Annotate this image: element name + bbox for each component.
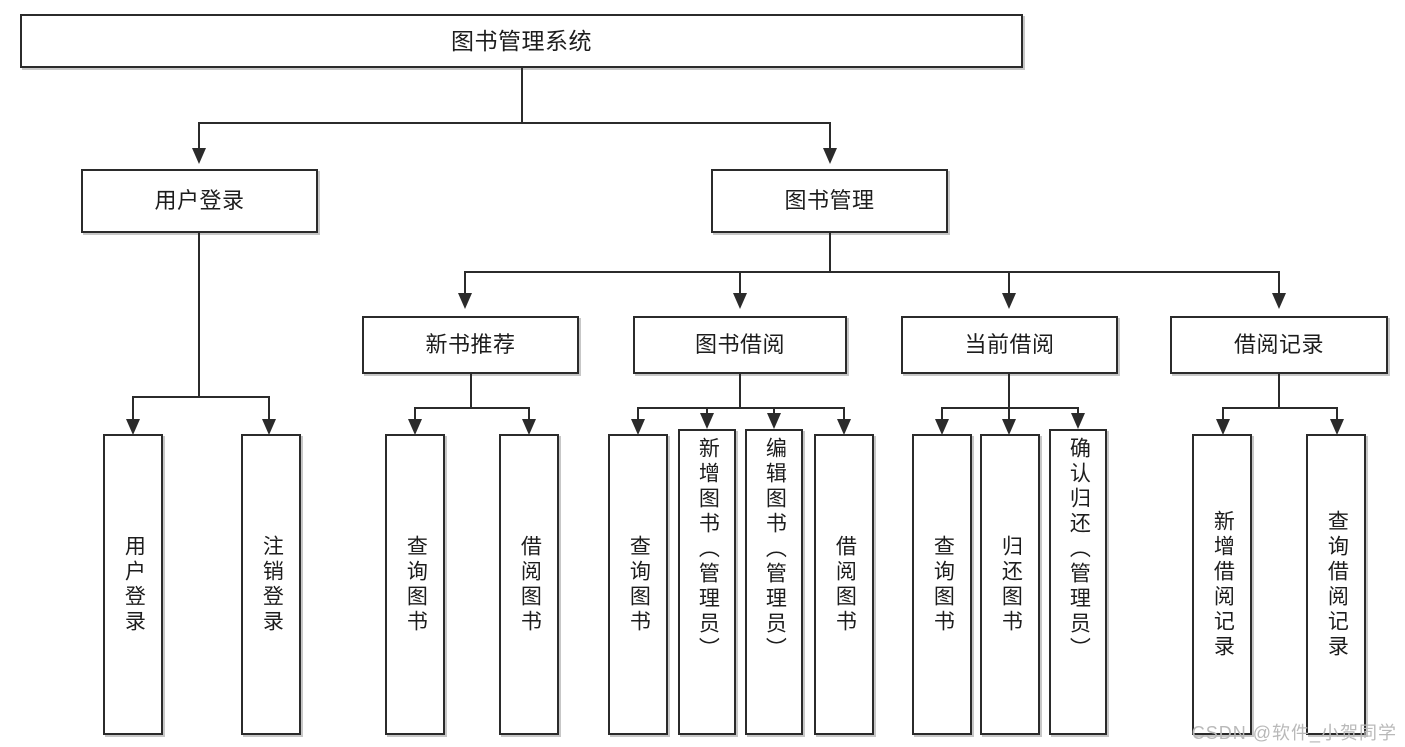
connector-book-management-stem	[829, 233, 831, 272]
arrowhead-leaf-query-book-3	[935, 419, 949, 435]
arrowhead-leaf-user-login	[126, 419, 140, 435]
node-leaf-return-book[interactable]: 归还图书	[980, 434, 1040, 735]
node-leaf-query-record[interactable]: 查询借阅记录	[1306, 434, 1366, 735]
connector-user-login-to-leaf-user-login	[132, 396, 134, 420]
node-leaf-edit-book[interactable]: 编辑图书（管理员）	[745, 429, 803, 735]
arrowhead-leaf-query-record	[1330, 419, 1344, 435]
arrowhead-leaf-edit-book	[767, 413, 781, 429]
node-book-borrow-label: 图书借阅	[694, 332, 785, 358]
arrowhead-book-borrow	[733, 293, 747, 309]
arrowhead-book-management	[823, 148, 837, 164]
arrowhead-user-login	[192, 148, 206, 164]
node-root[interactable]: 图书管理系统	[20, 14, 1023, 68]
node-leaf-logout[interactable]: 注销登录	[241, 434, 301, 735]
arrowhead-leaf-query-book-1	[408, 419, 422, 435]
node-leaf-confirm-return-label: 确认归还（管理员）	[1067, 437, 1091, 662]
node-leaf-query-book-2[interactable]: 查询图书	[608, 434, 668, 735]
connector-root-to-book-management	[829, 122, 831, 149]
connector-nbr-bus	[414, 407, 528, 409]
arrowhead-new-book-recommend	[458, 293, 472, 309]
connector-cb-to-return-book	[1008, 407, 1010, 420]
node-leaf-add-record-label: 新增借阅记录	[1211, 509, 1235, 660]
connector-bb-to-borrow-book	[843, 407, 845, 420]
arrowhead-leaf-add-record	[1216, 419, 1230, 435]
node-leaf-query-book-3-label: 查询图书	[931, 534, 955, 635]
node-current-borrow-label: 当前借阅	[964, 332, 1055, 358]
node-leaf-confirm-return[interactable]: 确认归还（管理员）	[1049, 429, 1107, 735]
connector-root-to-user-login	[198, 122, 200, 149]
arrowhead-borrow-record	[1272, 293, 1286, 309]
connector-user-login-to-leaf-logout	[268, 396, 270, 420]
connector-user-login-bus	[132, 396, 268, 398]
node-leaf-borrow-book-1-label: 借阅图书	[518, 534, 542, 635]
node-leaf-user-login[interactable]: 用户登录	[103, 434, 163, 735]
connector-cb-to-query-book	[941, 407, 943, 420]
arrowhead-current-borrow	[1002, 293, 1016, 309]
connector-br-bus	[1222, 407, 1336, 409]
node-book-management-label: 图书管理	[784, 188, 875, 214]
node-book-borrow[interactable]: 图书借阅	[633, 316, 847, 374]
node-leaf-query-book-3[interactable]: 查询图书	[912, 434, 972, 735]
arrowhead-leaf-borrow-book-1	[522, 419, 536, 435]
arrowhead-leaf-logout	[262, 419, 276, 435]
node-leaf-return-book-label: 归还图书	[999, 534, 1023, 635]
node-user-login[interactable]: 用户登录	[81, 169, 318, 233]
node-user-login-label: 用户登录	[154, 188, 245, 214]
node-leaf-user-login-label: 用户登录	[122, 534, 146, 635]
connector-bm-to-borrow-record	[1278, 271, 1280, 294]
connector-br-to-add-record	[1222, 407, 1224, 420]
node-leaf-query-book-1-label: 查询图书	[404, 534, 428, 635]
node-leaf-add-book-label: 新增图书（管理员）	[696, 437, 720, 662]
connector-br-stem	[1278, 374, 1280, 408]
connector-nbr-to-query-book	[414, 407, 416, 420]
node-leaf-borrow-book-2[interactable]: 借阅图书	[814, 434, 874, 735]
node-new-book-recommend-label: 新书推荐	[425, 332, 516, 358]
node-leaf-query-record-label: 查询借阅记录	[1325, 509, 1349, 660]
node-leaf-logout-label: 注销登录	[260, 534, 284, 635]
node-root-label: 图书管理系统	[451, 27, 592, 54]
node-leaf-borrow-book-1[interactable]: 借阅图书	[499, 434, 559, 735]
connector-root-bus	[198, 122, 831, 124]
arrowhead-leaf-add-book	[700, 413, 714, 429]
connector-book-management-bus	[464, 271, 1280, 273]
node-new-book-recommend[interactable]: 新书推荐	[362, 316, 579, 374]
connector-bb-stem	[739, 374, 741, 408]
connector-root-stem	[521, 68, 523, 123]
arrowhead-leaf-query-book-2	[631, 419, 645, 435]
arrowhead-leaf-confirm-return	[1071, 413, 1085, 429]
node-borrow-record[interactable]: 借阅记录	[1170, 316, 1388, 374]
connector-bm-to-new-book-recommend	[464, 271, 466, 294]
node-book-management[interactable]: 图书管理	[711, 169, 948, 233]
connector-br-to-query-record	[1336, 407, 1338, 420]
node-current-borrow[interactable]: 当前借阅	[901, 316, 1118, 374]
arrowhead-leaf-return-book	[1002, 419, 1016, 435]
connector-bm-to-book-borrow	[739, 271, 741, 294]
connector-nbr-stem	[470, 374, 472, 408]
node-leaf-query-book-2-label: 查询图书	[627, 534, 651, 635]
node-borrow-record-label: 借阅记录	[1233, 332, 1324, 358]
node-leaf-query-book-1[interactable]: 查询图书	[385, 434, 445, 735]
node-leaf-add-record[interactable]: 新增借阅记录	[1192, 434, 1252, 735]
connector-bb-bus	[637, 407, 845, 409]
connector-bm-to-current-borrow	[1008, 271, 1010, 294]
connector-cb-stem	[1008, 374, 1010, 408]
arrowhead-leaf-borrow-book-2	[837, 419, 851, 435]
connector-user-login-stem	[198, 233, 200, 397]
connector-nbr-to-borrow-book	[528, 407, 530, 420]
connector-bb-to-query-book	[637, 407, 639, 420]
node-leaf-edit-book-label: 编辑图书（管理员）	[763, 437, 787, 662]
node-leaf-borrow-book-2-label: 借阅图书	[833, 534, 857, 635]
node-leaf-add-book[interactable]: 新增图书（管理员）	[678, 429, 736, 735]
